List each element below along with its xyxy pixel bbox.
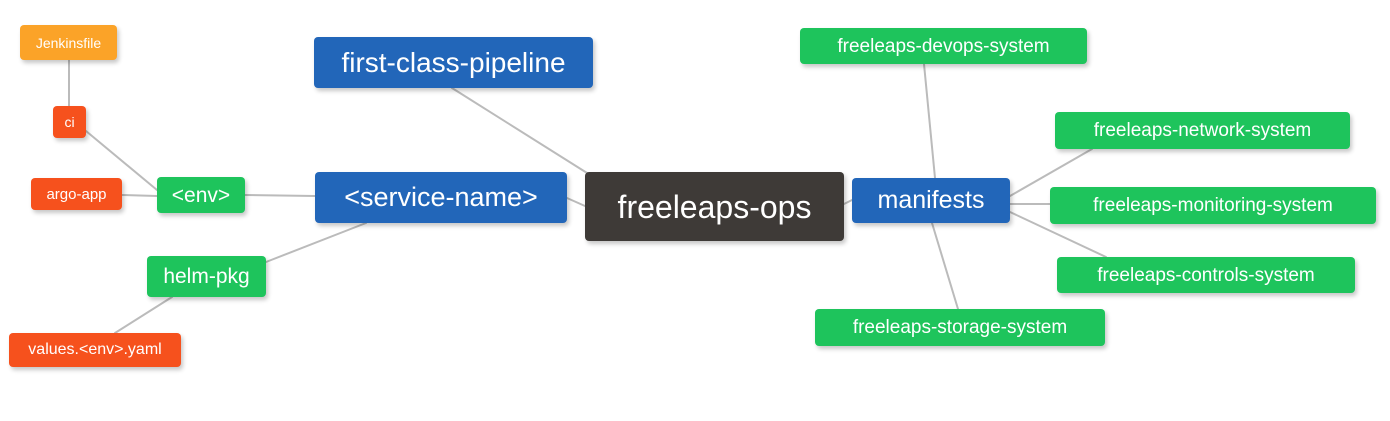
node-freeleaps-controls-system[interactable]: freeleaps-controls-system (1057, 257, 1355, 293)
node-label-values-yaml: values.<env>.yaml (28, 341, 162, 358)
edge-env-to-argo-app (121, 194, 158, 197)
node-freeleaps-monitoring-system[interactable]: freeleaps-monitoring-system (1050, 187, 1376, 224)
edge-freeleaps-ops-to-first-class-pipeline (451, 87, 596, 179)
edge-freeleaps-ops-to-manifests (843, 199, 853, 205)
node-service-name[interactable]: <service-name> (315, 172, 567, 223)
node-label-ci: ci (64, 114, 75, 130)
node-label-freeleaps-monitoring-system: freeleaps-monitoring-system (1093, 195, 1333, 216)
node-helm-pkg[interactable]: helm-pkg (147, 256, 266, 297)
node-label-env: <env> (171, 183, 231, 207)
node-label-jenkinsfile: Jenkinsfile (35, 34, 102, 51)
node-label-manifests: manifests (877, 186, 985, 214)
node-label-freeleaps-network-system: freeleaps-network-system (1093, 120, 1312, 141)
node-label-freeleaps-storage-system: freeleaps-storage-system (852, 317, 1068, 338)
node-label-freeleaps-devops-system: freeleaps-devops-system (837, 35, 1050, 57)
edge-manifests-to-freeleaps-devops-system (923, 63, 936, 179)
node-label-helm-pkg: helm-pkg (163, 265, 250, 288)
node-freeleaps-ops[interactable]: freeleaps-ops (585, 172, 844, 241)
node-label-argo-app: argo-app (46, 185, 107, 203)
node-env[interactable]: <env> (157, 177, 245, 213)
node-values-yaml[interactable]: values.<env>.yaml (9, 333, 181, 367)
node-manifests[interactable]: manifests (852, 178, 1010, 223)
edge-service-name-to-env (244, 194, 316, 197)
node-freeleaps-storage-system[interactable]: freeleaps-storage-system (815, 309, 1105, 346)
node-argo-app[interactable]: argo-app (31, 178, 122, 210)
edge-manifests-to-freeleaps-storage-system (931, 222, 959, 310)
node-freeleaps-devops-system[interactable]: freeleaps-devops-system (800, 28, 1087, 64)
node-jenkinsfile[interactable]: Jenkinsfile (20, 25, 117, 60)
node-first-class-pipeline[interactable]: first-class-pipeline (314, 37, 593, 88)
node-ci[interactable]: ci (53, 106, 86, 138)
node-freeleaps-network-system[interactable]: freeleaps-network-system (1055, 112, 1350, 149)
edge-freeleaps-ops-to-service-name (566, 197, 586, 207)
node-label-service-name: <service-name> (344, 182, 538, 212)
node-label-freeleaps-controls-system: freeleaps-controls-system (1097, 264, 1315, 286)
node-label-first-class-pipeline: first-class-pipeline (341, 46, 566, 78)
edge-helm-pkg-to-values-yaml (114, 296, 173, 334)
node-label-freeleaps-ops: freeleaps-ops (617, 188, 812, 225)
edge-service-name-to-helm-pkg (265, 222, 367, 263)
